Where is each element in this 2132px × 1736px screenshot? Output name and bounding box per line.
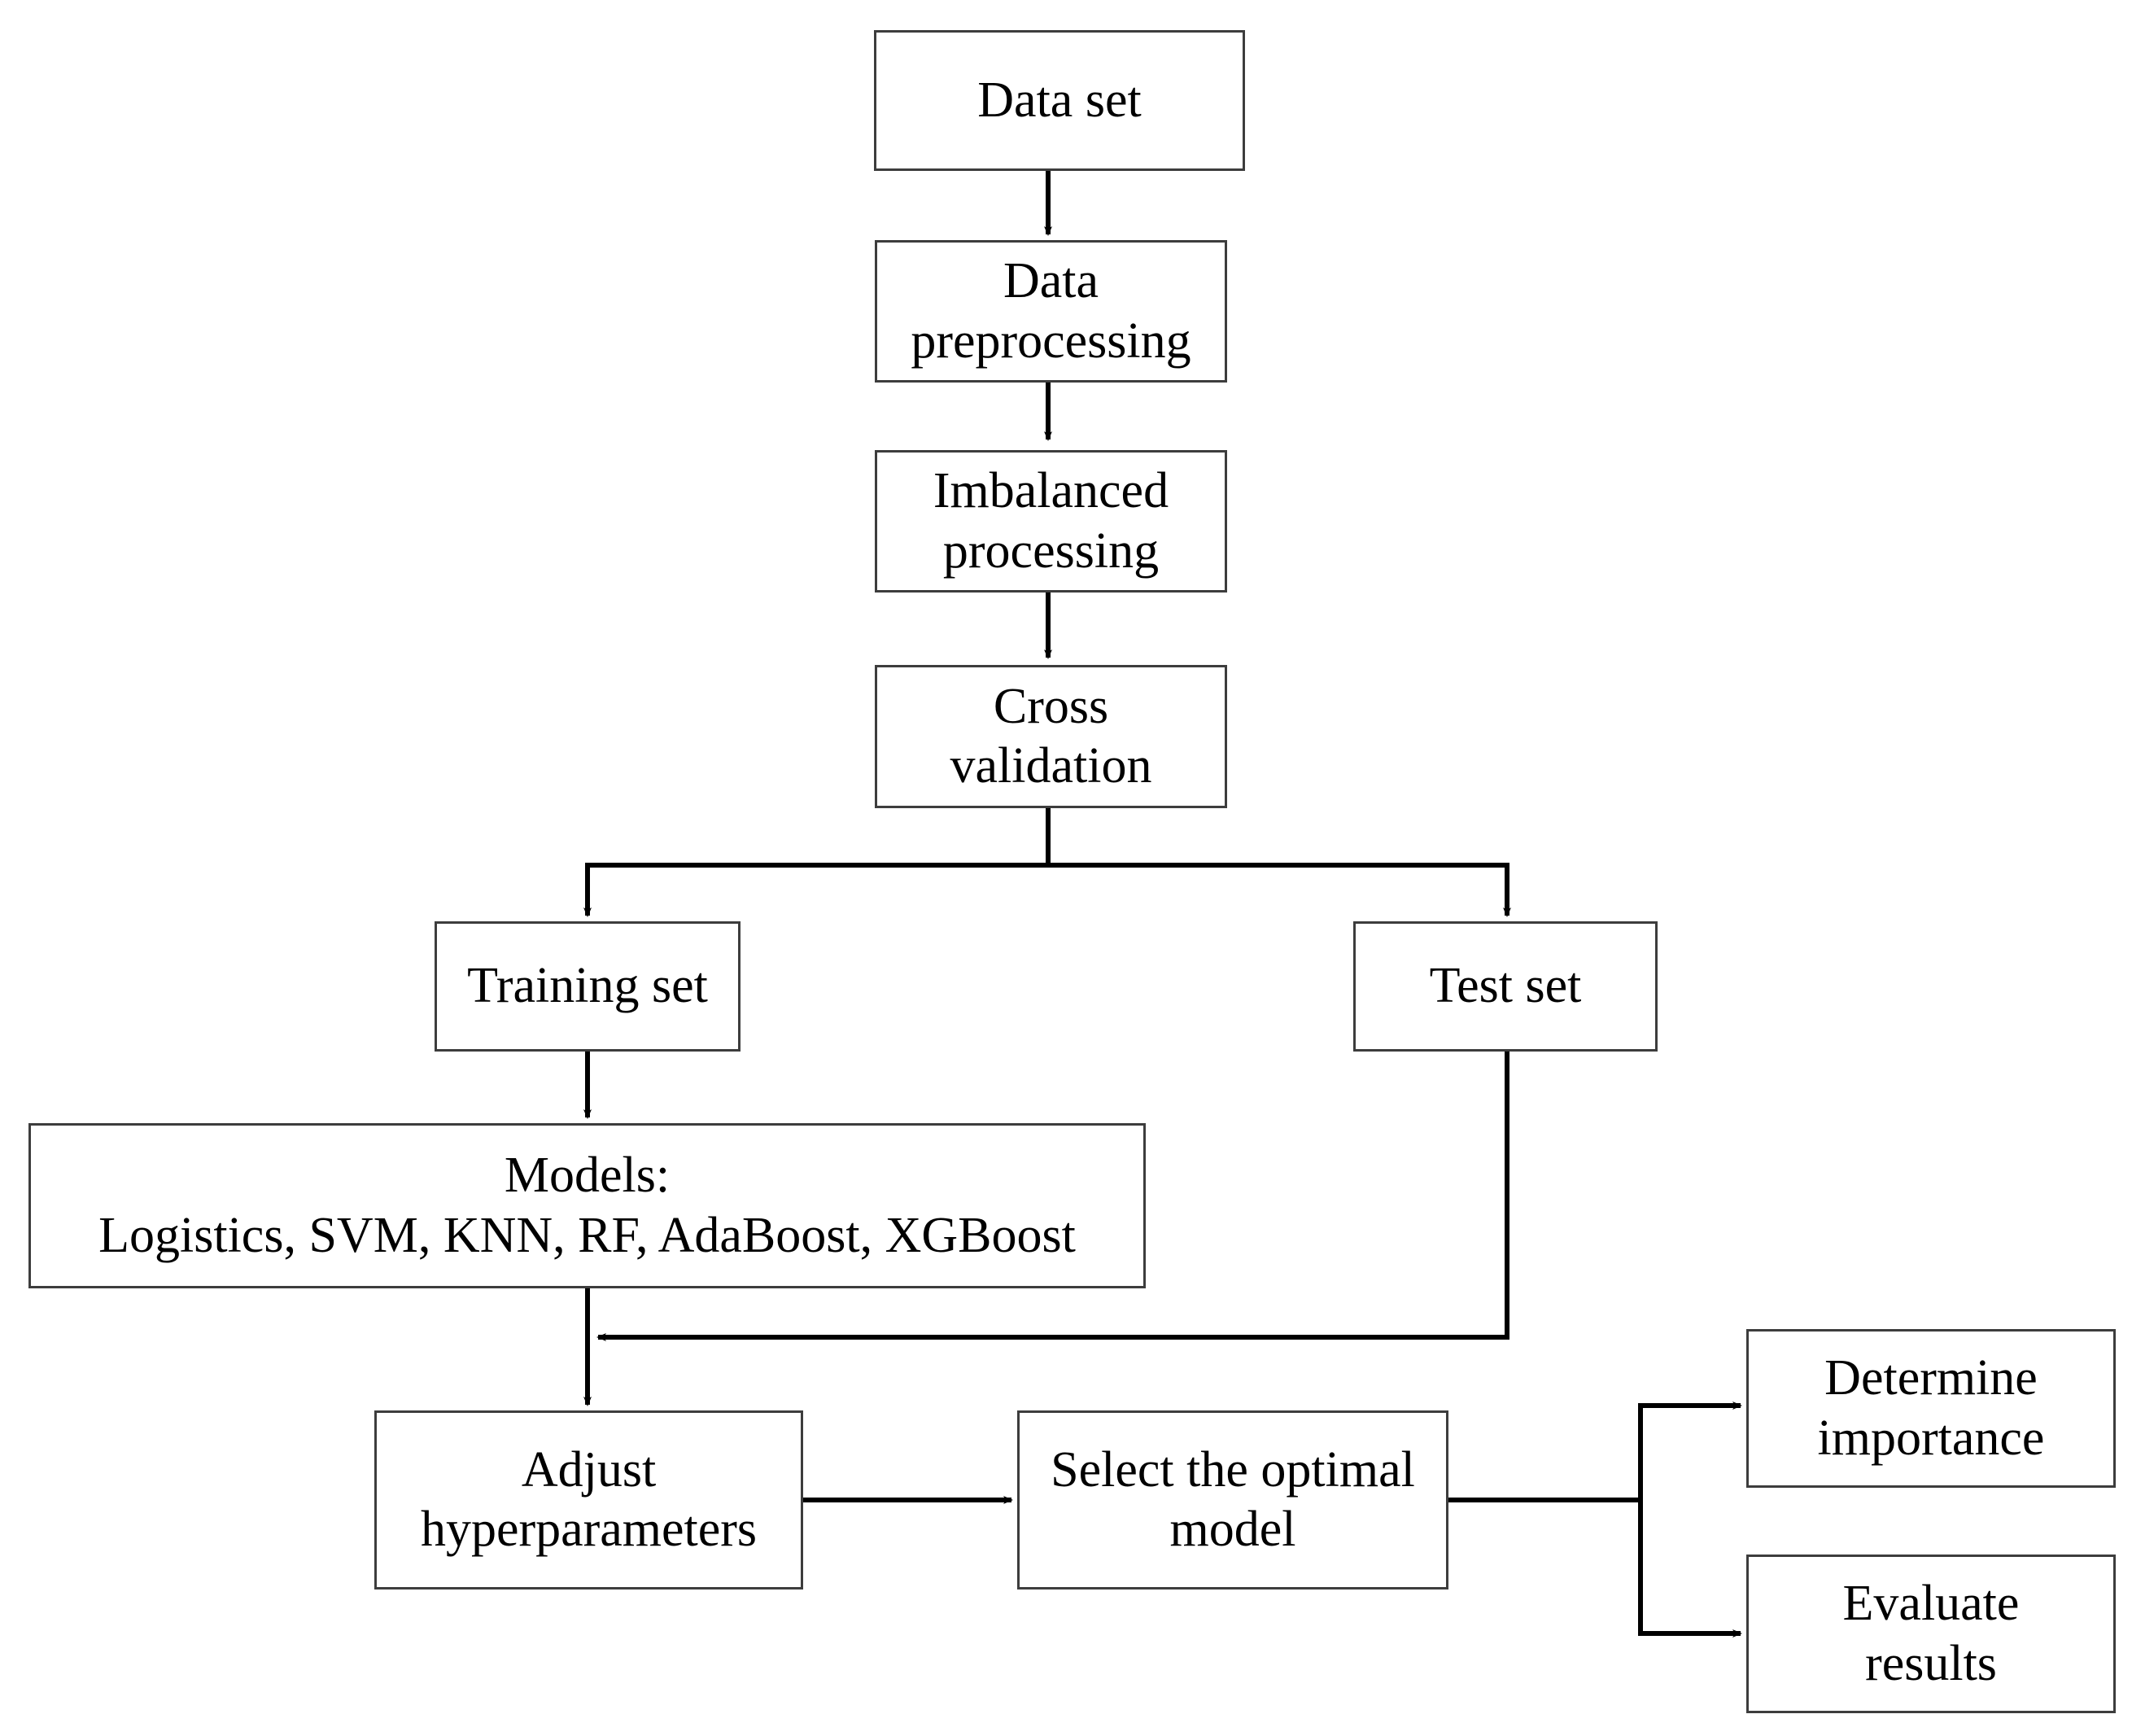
node-select-optimal-model-line-2: model	[1169, 1502, 1296, 1557]
node-determine-importance-line-2: importance	[1817, 1410, 2045, 1466]
node-cross-validation[interactable]: Cross validation	[875, 665, 1227, 808]
node-determine-importance[interactable]: Determine importance	[1746, 1329, 2116, 1488]
edge-select-to-outputs	[1448, 1401, 1742, 1638]
node-data-set[interactable]: Data set	[874, 30, 1245, 171]
node-evaluate-results[interactable]: Evaluate results	[1746, 1555, 2116, 1713]
node-adjust-hyperparameters-line-1: Adjust	[521, 1441, 657, 1498]
node-adjust-hyperparameters[interactable]: Adjust hyperparameters	[374, 1410, 803, 1590]
node-adjust-hyperparameters-line-2: hyperparameters	[420, 1502, 758, 1557]
node-training-set-line-1: Training set	[467, 958, 708, 1014]
node-models[interactable]: Models: Logistics, SVM, KNN, RF, AdaBoos…	[28, 1123, 1146, 1288]
node-imbalanced-processing-line-2: processing	[942, 523, 1160, 579]
node-test-set-line-1: Test set	[1429, 958, 1582, 1014]
node-models-line-2: Logistics, SVM, KNN, RF, AdaBoost, XGBoo…	[98, 1207, 1076, 1263]
node-cross-validation-line-2: validation	[950, 738, 1152, 794]
node-training-set[interactable]: Training set	[435, 921, 741, 1052]
node-evaluate-results-line-2: results	[1865, 1635, 1997, 1691]
node-determine-importance-line-1: Determine	[1824, 1350, 2038, 1406]
node-imbalanced-processing-line-1: Imbalanced	[933, 463, 1169, 519]
edge-crossvalidation-split	[583, 808, 1511, 917]
node-select-optimal-model[interactable]: Select the optimal model	[1017, 1410, 1448, 1590]
node-data-preprocessing-line-2: preprocessing	[911, 313, 1191, 369]
node-evaluate-results-line-1: Evaluate	[1842, 1576, 2020, 1632]
node-imbalanced-processing[interactable]: Imbalanced processing	[875, 450, 1227, 593]
node-cross-validation-line-1: Cross	[993, 678, 1109, 734]
node-data-preprocessing[interactable]: Data preprocessing	[875, 240, 1227, 383]
node-test-set[interactable]: Test set	[1353, 921, 1658, 1052]
node-models-line-1: Models:	[504, 1148, 671, 1204]
edge-testset-to-adjust	[596, 1052, 1509, 1341]
node-data-preprocessing-line-1: Data	[1003, 253, 1099, 309]
node-data-set-line-1: Data set	[977, 72, 1142, 128]
node-select-optimal-model-line-1: Select the optimal	[1051, 1441, 1415, 1498]
